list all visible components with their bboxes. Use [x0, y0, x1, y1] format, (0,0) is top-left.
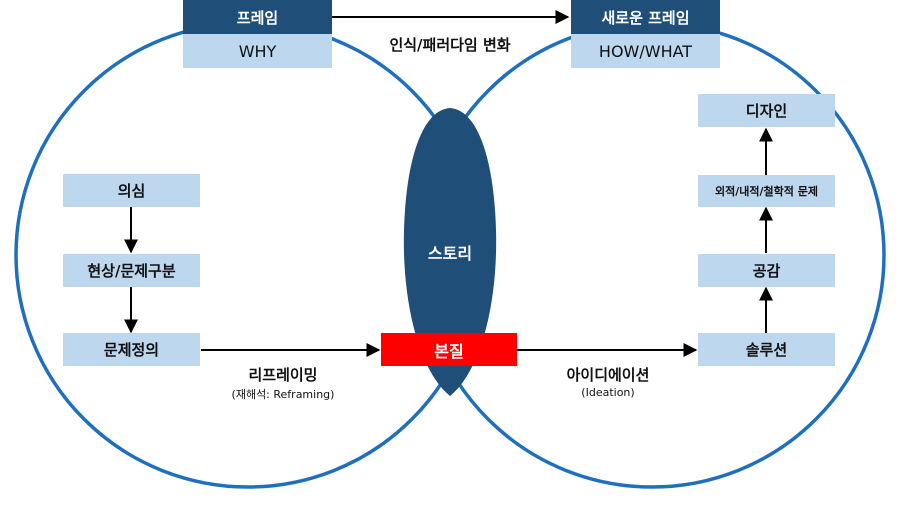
essence-box: 본질 [381, 333, 517, 366]
story-label: 스토리 [427, 244, 473, 263]
top-arrow-label: 인식/패러다임 변화 [389, 36, 511, 54]
ideation-label: 아이디에이션 [566, 366, 650, 384]
new-frame-header: 새로운 프레임 [571, 0, 720, 34]
new-frame-how-what: HOW/WHAT [571, 34, 720, 68]
doubt-box: 의심 [63, 174, 200, 207]
reframing-label: 리프레이밍 [248, 366, 318, 384]
story-shape [403, 108, 497, 396]
ideation-sub-label: (Ideation) [581, 386, 635, 399]
phenomenon-problem-split-box: 현상/문제구분 [63, 254, 200, 287]
problems-box: 외적/내적/철학적 문제 [698, 175, 835, 207]
reframing-sub-label: (재해석: Reframing) [231, 388, 335, 401]
problem-definition-box: 문제정의 [63, 333, 200, 366]
solution-box: 솔루션 [698, 333, 835, 366]
design-box: 디자인 [698, 94, 835, 127]
frame-why: WHY [183, 34, 332, 68]
empathy-box: 공감 [698, 254, 835, 287]
frame-header: 프레임 [183, 0, 332, 34]
